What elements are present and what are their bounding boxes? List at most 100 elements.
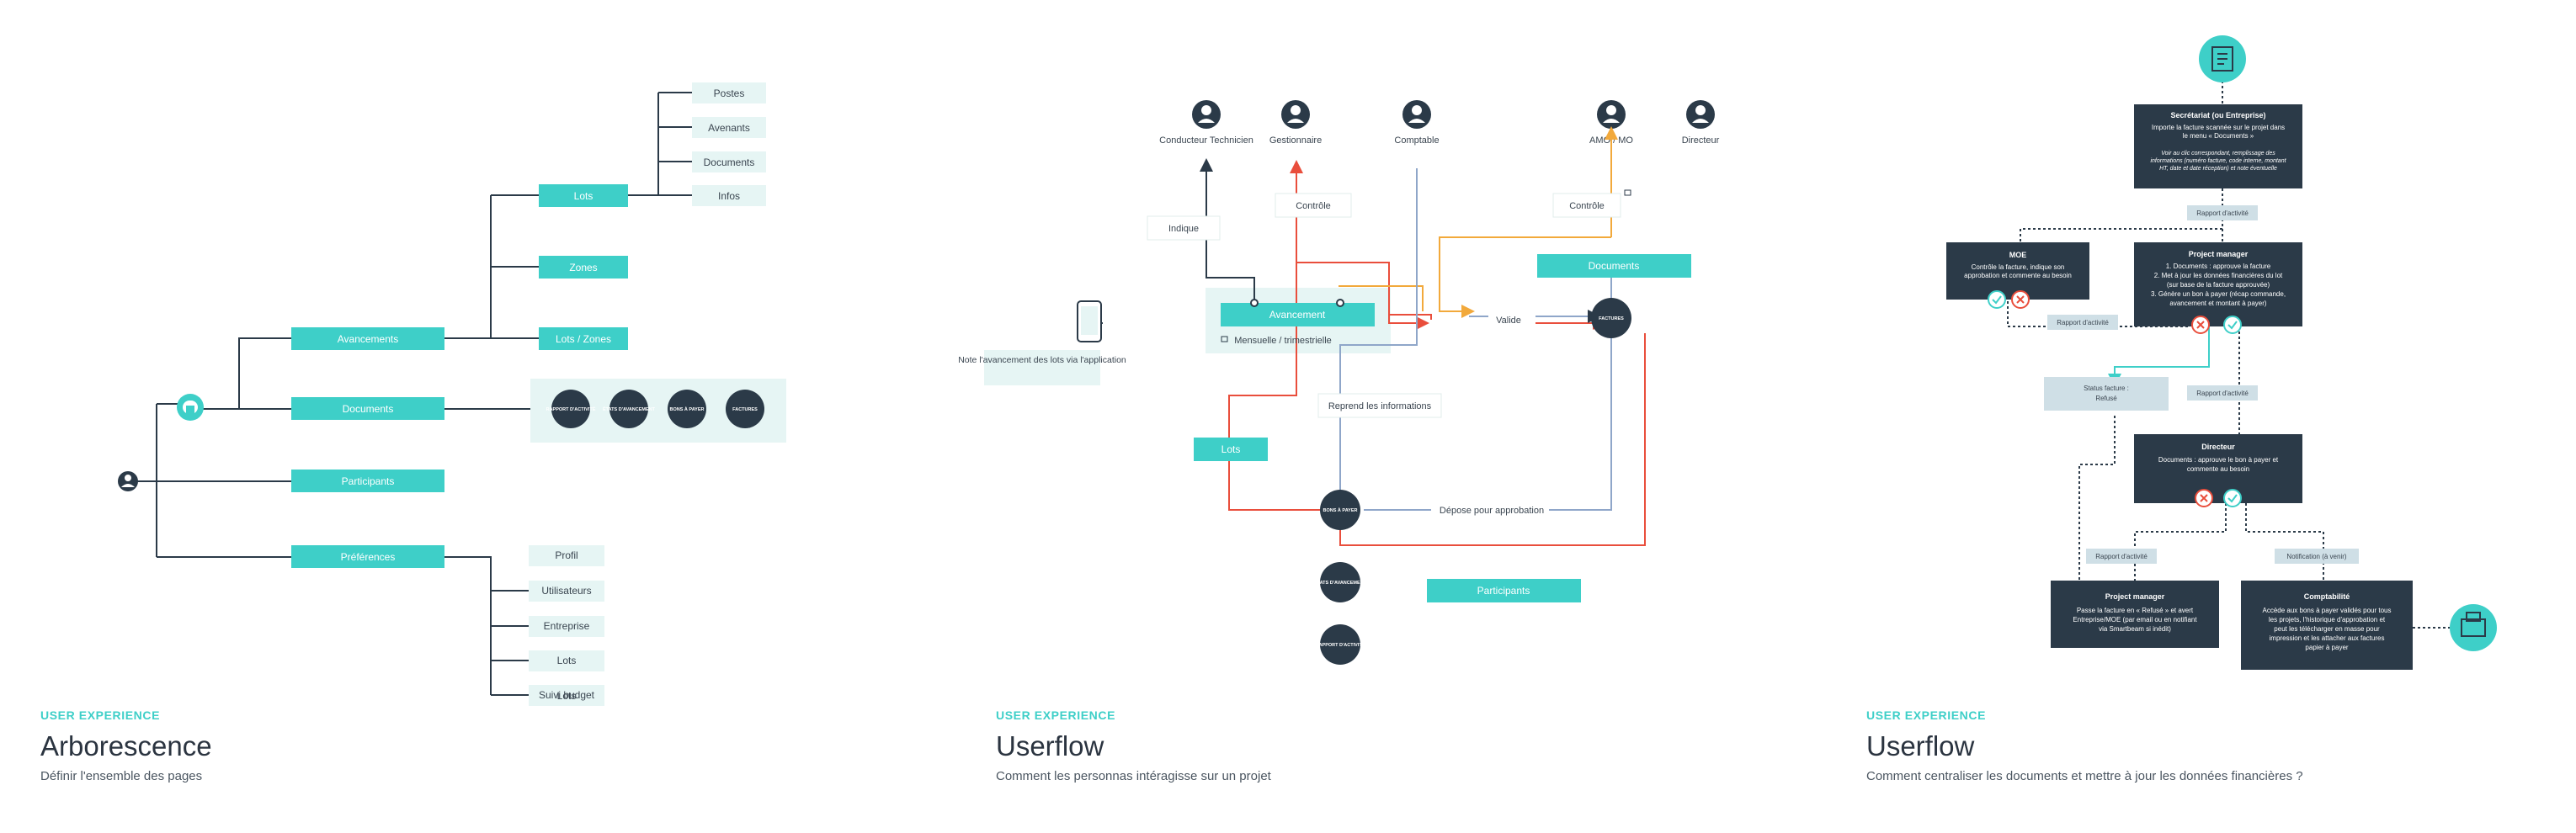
pm2-line: Passe la facture en « Refusé » et avert: [2077, 607, 2194, 614]
moe-box: [1946, 242, 2089, 300]
label-postes: Postes: [714, 88, 745, 99]
secretariat-note: HT, date et date réception) et note éven…: [2159, 166, 2277, 172]
check-icon: [1988, 290, 2006, 309]
label-pref-lots: Lots: [557, 690, 577, 702]
finance-dark-boxes: [1946, 104, 2413, 670]
documents-label: Documents: [1589, 260, 1640, 272]
approval-icons: [1988, 290, 2242, 507]
pm1-line: (sur base de la facture approuvée): [2167, 281, 2270, 289]
note-box: [984, 350, 1100, 385]
compta-line: les projets, l'historique d'approbation …: [2269, 616, 2386, 623]
persona-amo-icon: [1597, 100, 1626, 129]
label-lots: Lots: [574, 190, 593, 202]
secretariat-title: Secrétariat (ou Entreprise): [2170, 111, 2265, 119]
node-preferences: [291, 545, 444, 568]
section-subtitle: Comment centraliser les documents et met…: [1866, 769, 2303, 783]
compta-box: [2241, 581, 2413, 670]
persona-conducteur-icon: [1192, 100, 1221, 129]
status-tag: Refusé: [2095, 395, 2117, 402]
controle2-label: Contrôle: [1569, 201, 1605, 211]
directeur-box: [2134, 434, 2302, 503]
node-zones: [539, 256, 628, 279]
secretariat-box: [2134, 104, 2302, 188]
directeur-line: Documents : approuve le bon à payer et: [2158, 456, 2279, 464]
depose-box: [1431, 500, 1549, 520]
label-avenants: Avenants: [708, 122, 750, 134]
pm1-line: 2. Met à jour les données financières du…: [2154, 272, 2283, 279]
moe-line: Contrôle la facture, indique son: [1972, 263, 2065, 271]
persona-comptable-icon: [1402, 100, 1431, 129]
lots-box: [1194, 438, 1268, 461]
leaf-lots: Lots: [529, 650, 604, 671]
arborescence-diagram: [128, 92, 692, 696]
section-title: Userflow: [996, 730, 1104, 761]
valide-box: [1488, 311, 1535, 332]
flow-doc-circles: [1320, 298, 1631, 665]
compta-line: peut les télécharger en masse pour: [2274, 625, 2380, 633]
print-document-icon: [2450, 604, 2497, 651]
node-lots: [539, 184, 628, 207]
rapport-tag: Rapport d'activité: [2196, 210, 2249, 217]
secretariat-note: Voir au clic correspondant, remplissage …: [2161, 151, 2275, 157]
pm2-title: Project manager: [2105, 592, 2165, 601]
persona-icons: [1192, 100, 1715, 129]
rapport-label: RAPPORT D'ACTIVITÉ: [1316, 641, 1365, 648]
rapport-circle: [1320, 624, 1360, 665]
rapport-tag: Rapport d'activité: [2196, 390, 2249, 397]
scan-document-icon: [2199, 35, 2246, 82]
node-lots-zones: [539, 327, 628, 350]
reprend-label: Reprend les informations: [1328, 401, 1432, 411]
persona-comptable-label: Comptable: [1394, 135, 1439, 146]
notification-tag: Notification (à venir): [2286, 553, 2346, 560]
doc-type-bons: BONS À PAYER: [670, 406, 705, 412]
section-title: Userflow: [1866, 730, 1975, 761]
section-arborescence-caption: USER EXPERIENCE Arborescence Définir l'e…: [40, 708, 212, 783]
mensuelle-label: Mensuelle / trimestrielle: [1234, 336, 1332, 346]
rapport-tag: Rapport d'activité: [2057, 319, 2109, 326]
compta-title: Comptabilité: [2304, 592, 2350, 601]
note-label: Note l'avancement des lots via l'applica…: [958, 355, 1126, 365]
compta-line: impression et les attacher aux factures: [2270, 634, 2385, 642]
pm2-box: [2051, 581, 2219, 648]
valide-label: Valide: [1496, 316, 1521, 326]
secretariat-line: Importe la facture scannée sur le projet…: [2152, 124, 2285, 131]
leaf-lots-text: Lots: [556, 655, 577, 666]
doc-type-rapport: RAPPORT D'ACTIVITÉ: [546, 406, 596, 412]
node-documents: [291, 397, 444, 420]
root-user-icon: [118, 471, 138, 491]
calendar-icon: [1221, 336, 1228, 342]
label-suivi-budget-visible: Suivi budget: [529, 685, 604, 706]
suivi-budget-text: Suivi budget: [538, 689, 595, 701]
secretariat-note: informations (numéro facture, code inter…: [2150, 158, 2286, 164]
directeur-line: commente au besoin: [2187, 465, 2249, 473]
phone-icon: [1077, 300, 1102, 342]
persona-gestionnaire-icon: [1281, 100, 1310, 129]
compta-line: Accède aux bons à payer validés pour tou…: [2263, 607, 2392, 614]
pm1-line: 3. Génère un bon à payer (récap commande…: [2151, 290, 2286, 298]
pm2-line: via Smartbeam si inédit): [2099, 625, 2171, 633]
label-preferences: Préférences: [341, 551, 396, 563]
leaf-entreprise-text: Entreprise: [543, 620, 590, 632]
note-text-wrap: [984, 350, 1100, 385]
indique-box: [1147, 215, 1221, 241]
bons-circle: [1320, 490, 1360, 530]
cross-icon: [2195, 489, 2213, 507]
check-icon: [2223, 489, 2242, 507]
rapport-tag: Rapport d'activité: [2095, 553, 2148, 560]
leaf-profil-text: Profil: [555, 549, 578, 561]
section-userflow-caption: USER EXPERIENCE Userflow Comment les per…: [996, 708, 1271, 783]
section-finance-caption: USER EXPERIENCE Userflow Comment central…: [1866, 708, 2303, 783]
avancement-label: Avancement: [1269, 309, 1326, 321]
section-title: Arborescence: [40, 730, 212, 761]
section-kicker: USER EXPERIENCE: [1866, 708, 1987, 722]
directeur-title: Directeur: [2201, 443, 2235, 451]
section-kicker: USER EXPERIENCE: [40, 708, 161, 722]
status-tag: Status facture :: [2084, 385, 2129, 392]
persona-directeur-label: Directeur: [1682, 135, 1720, 146]
pm1-title: Project manager: [2189, 250, 2249, 258]
controle2-box: [1552, 193, 1621, 218]
etats-circle: [1320, 562, 1360, 602]
persona-conducteur-label: Conducteur Technicien: [1159, 135, 1253, 146]
controle-label: Contrôle: [1296, 201, 1331, 211]
